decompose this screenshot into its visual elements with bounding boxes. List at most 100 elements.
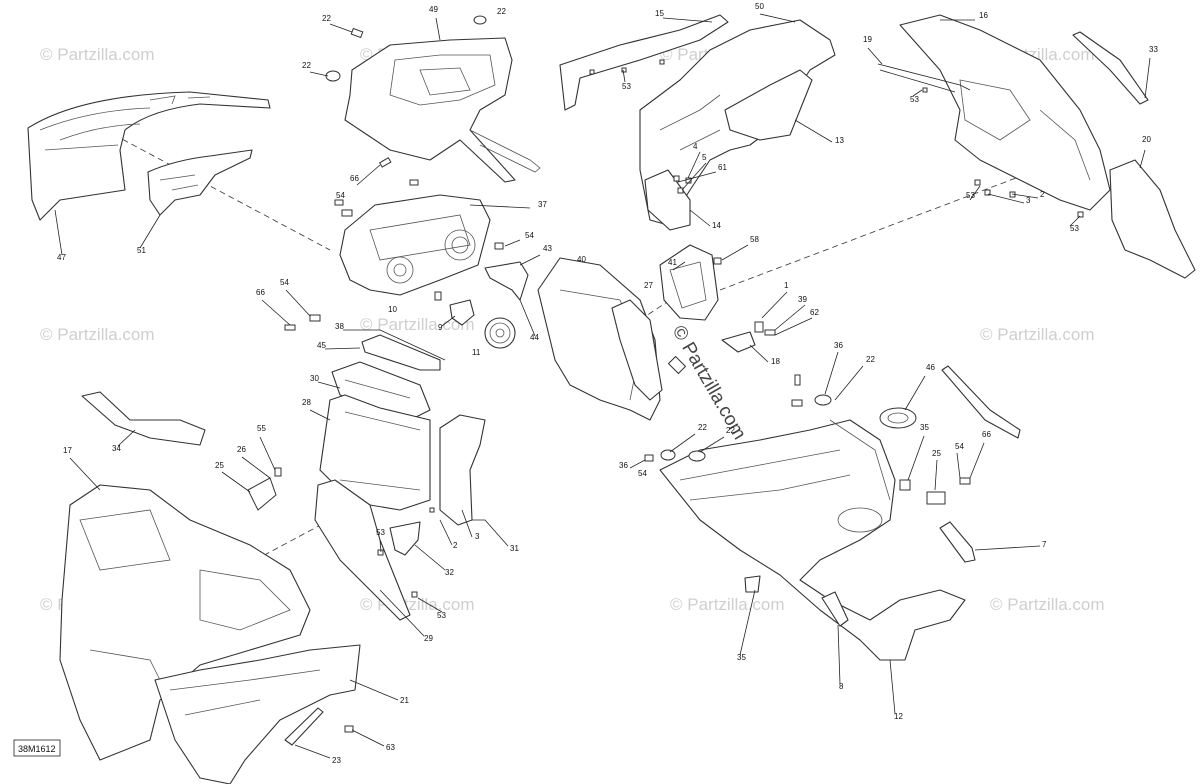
callout-7: 7 (1042, 540, 1047, 549)
callout-47: 47 (57, 253, 66, 262)
part-31-vertical-panel (439, 414, 486, 526)
watermark-text: © Partzilla.com (40, 45, 155, 64)
callout-54: 54 (336, 191, 345, 200)
callout-20: 20 (1142, 135, 1151, 144)
callout-41: 41 (668, 258, 677, 267)
callout-19: 19 (863, 35, 872, 44)
callout-30: 30 (310, 374, 319, 383)
callout-54: 54 (638, 469, 647, 478)
part-51-deflector (147, 149, 253, 216)
callout-55: 55 (257, 424, 266, 433)
watermark-text: © Partzilla.com (990, 595, 1105, 614)
callout-22: 22 (866, 355, 875, 364)
callout-4: 4 (693, 142, 698, 151)
callout-66: 66 (256, 288, 265, 297)
callout-31: 31 (510, 544, 519, 553)
part-8-pad (821, 591, 849, 627)
part-9-bulb (449, 299, 475, 326)
callout-39: 39 (798, 295, 807, 304)
callout-11: 11 (472, 348, 481, 357)
callout-36: 36 (619, 461, 628, 470)
part-45-trim-strip (361, 334, 441, 371)
callout-29: 29 (424, 634, 433, 643)
part-7-trim (939, 521, 976, 563)
callout-9: 9 (438, 323, 443, 332)
reference-code-box: 38M1612 (13, 739, 61, 757)
callout-32: 32 (445, 568, 454, 577)
callout-15: 15 (655, 9, 664, 18)
callout-37: 37 (538, 200, 547, 209)
leader-lines (54, 13, 1151, 759)
part-21-lower-fairing (154, 644, 361, 784)
callout-1: 1 (784, 281, 789, 290)
callout-22: 22 (726, 426, 735, 435)
callout-35: 35 (920, 423, 929, 432)
callout-53: 53 (376, 528, 385, 537)
callout-43: 43 (543, 244, 552, 253)
callout-2: 2 (453, 541, 458, 550)
callout-63: 63 (386, 743, 395, 752)
callout-53: 53 (437, 611, 446, 620)
callout-5: 5 (702, 153, 707, 162)
callout-61: 61 (718, 163, 727, 172)
part-13-side-panel (724, 69, 813, 141)
part-14-lower-trim (644, 169, 691, 231)
callout-2: 2 (1040, 190, 1045, 199)
callout-22: 22 (302, 61, 311, 70)
callout-40: 40 (577, 255, 586, 264)
part-19-wire-harness (877, 63, 971, 93)
callout-51: 51 (137, 246, 146, 255)
part-33-strip (1072, 31, 1149, 105)
callout-26: 26 (237, 445, 246, 454)
callout-50: 50 (755, 2, 764, 11)
part-47-windshield (27, 91, 271, 221)
watermark-text: © Partzilla.com (360, 315, 475, 334)
callout-66: 66 (982, 430, 991, 439)
callout-34: 34 (112, 444, 121, 453)
part-29-side-trim (314, 479, 411, 621)
part-20-side-cover (1109, 159, 1196, 279)
part-34-strip (81, 391, 206, 446)
callout-3: 3 (1026, 196, 1031, 205)
part-44-bulb-cap (484, 317, 516, 349)
fasteners (247, 15, 1084, 733)
callout-25: 25 (932, 449, 941, 458)
callout-36: 36 (834, 341, 843, 350)
part-27-panel-liner (611, 299, 663, 401)
callout-44: 44 (530, 333, 539, 342)
part-49-instrument-housing (344, 37, 541, 183)
part-15-top-strip (559, 14, 729, 111)
reference-code: 38M1612 (18, 744, 56, 754)
part-37-headlight-assembly (339, 194, 491, 296)
callout-16: 16 (979, 11, 988, 20)
callout-22: 22 (497, 7, 506, 16)
callout-62: 62 (810, 308, 819, 317)
part-23-strap (284, 707, 324, 746)
callout-23: 23 (332, 756, 341, 765)
callout-25: 25 (215, 461, 224, 470)
callout-54: 54 (525, 231, 534, 240)
callout-38: 38 (335, 322, 344, 331)
part-32-small-cover (389, 521, 421, 556)
part-35-pad (744, 575, 761, 593)
callout-66: 66 (350, 174, 359, 183)
callout-22: 22 (322, 14, 331, 23)
part-17-side-fairing (59, 484, 311, 761)
callout-22: 22 (698, 423, 707, 432)
callout-58: 58 (750, 235, 759, 244)
watermark-text: © Partzilla.com (980, 325, 1095, 344)
part-22-grommet (879, 407, 917, 429)
part-16-right-panel (899, 14, 1111, 211)
callout-53: 53 (1070, 224, 1079, 233)
watermark-text: © Partzilla.com (40, 325, 155, 344)
callout-54: 54 (955, 442, 964, 451)
part-41-gauge-bracket (659, 244, 719, 321)
part-28-side-panel (319, 394, 431, 511)
part-12-main-body (659, 419, 966, 661)
assembly-lines (104, 129, 1091, 561)
callout-27: 27 (644, 281, 653, 290)
callout-10: 10 (388, 305, 397, 314)
callout-53: 53 (966, 191, 975, 200)
